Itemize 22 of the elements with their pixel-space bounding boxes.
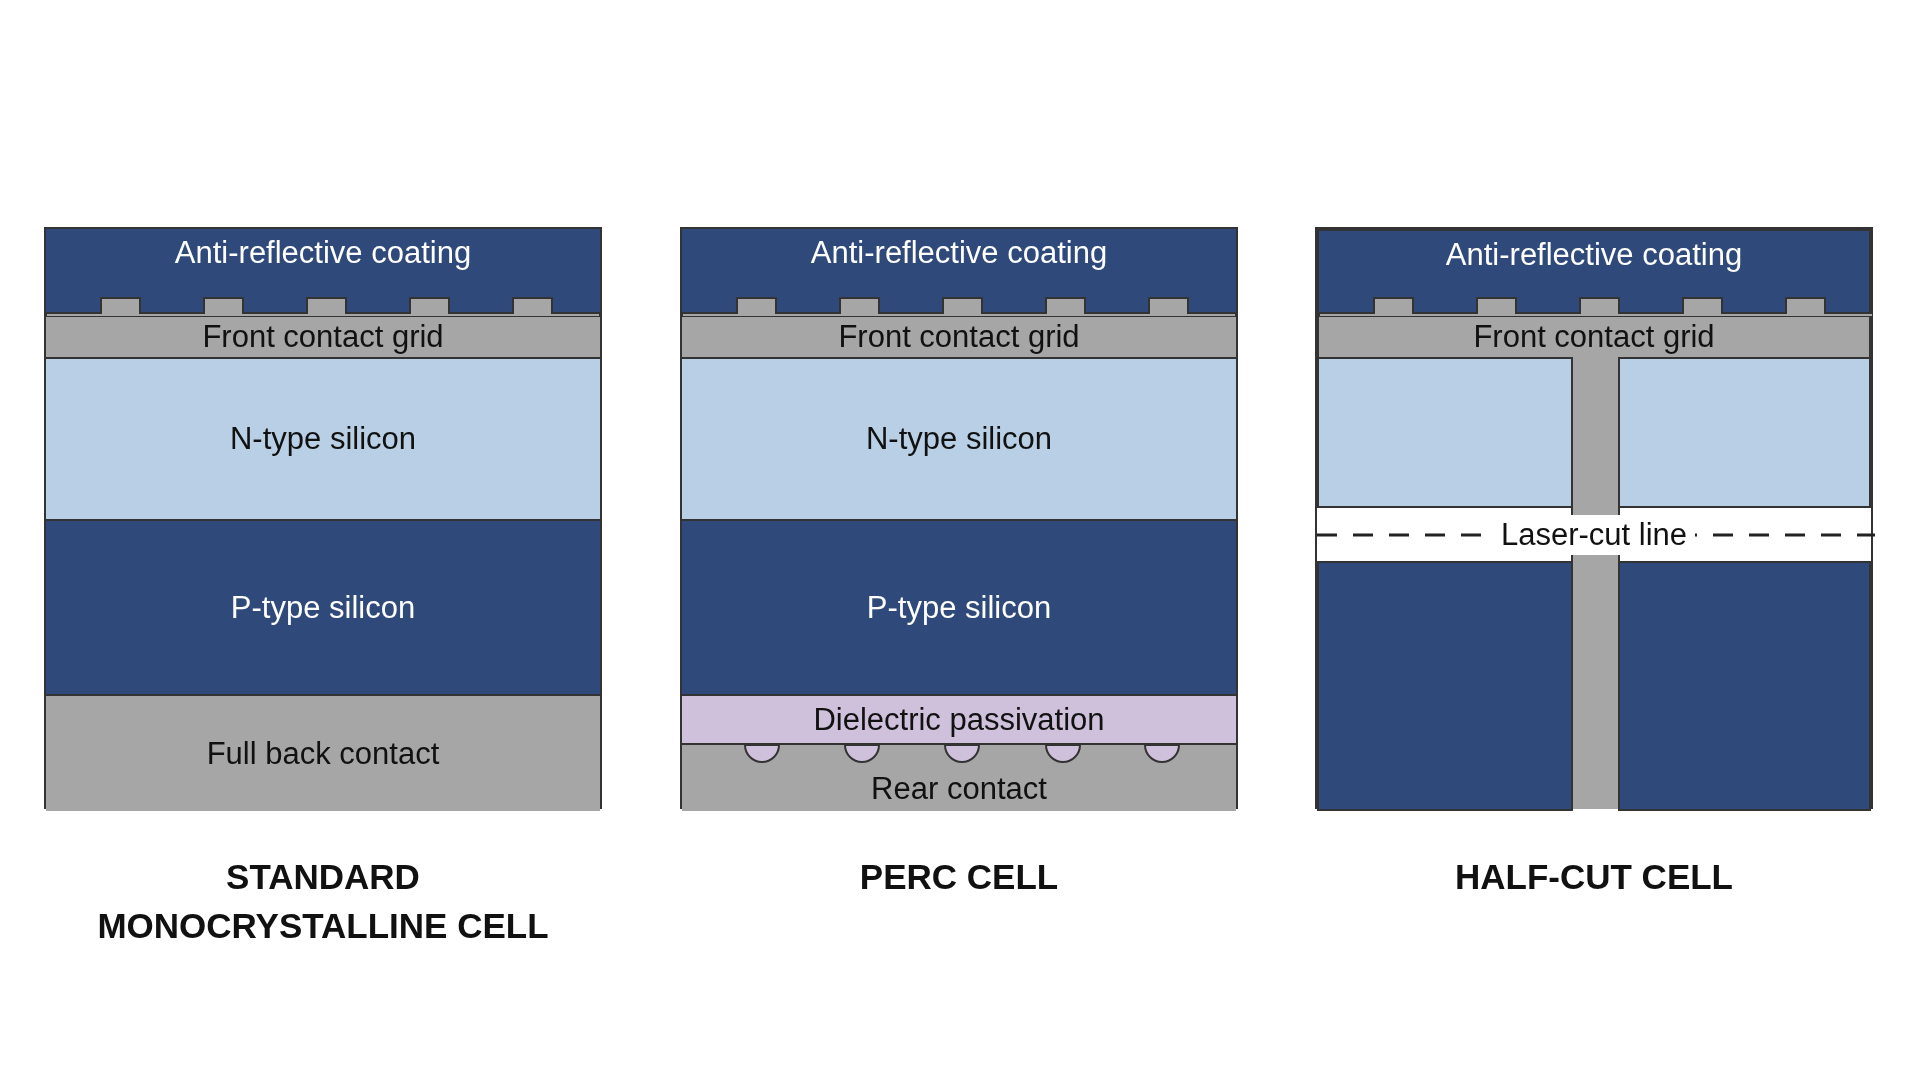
silicon-layer: N-type silicon: [682, 357, 1236, 519]
silicon-layer: P-type silicon: [682, 519, 1236, 694]
coating-layer: Anti-reflective coating: [46, 229, 600, 317]
back-contact-layer: Full back contact: [46, 694, 600, 811]
cell-type-caption: STANDARD MONOCRYSTALLINE CELL: [96, 856, 550, 947]
cell-type-caption: PERC CELL: [858, 856, 1060, 898]
cell-type-caption: HALF-CUT CELL: [1454, 856, 1734, 898]
silicon-block: [1317, 357, 1573, 508]
coating-layer: Anti-reflective coating: [1317, 229, 1871, 317]
silicon-layer: P-type silicon: [46, 519, 600, 694]
node-label: Front contact grid: [202, 319, 444, 354]
passivation-layer: Dielectric passivation: [682, 694, 1236, 743]
coating-layer: Anti-reflective coating: [682, 229, 1236, 317]
silicon-layer: N-type silicon: [46, 357, 600, 519]
silicon-block: [1618, 357, 1871, 508]
contact-grid-layer: Front contact grid: [46, 317, 600, 357]
silicon-block: [1317, 561, 1573, 811]
rear-contact-layer: Rear contact: [682, 743, 1236, 811]
silicon-block: [1618, 561, 1871, 811]
node-label: Front contact grid: [838, 319, 1080, 354]
contact-grid-layer: Front contact grid: [682, 317, 1236, 357]
contact-grid-layer: Front contact grid: [1317, 317, 1871, 357]
